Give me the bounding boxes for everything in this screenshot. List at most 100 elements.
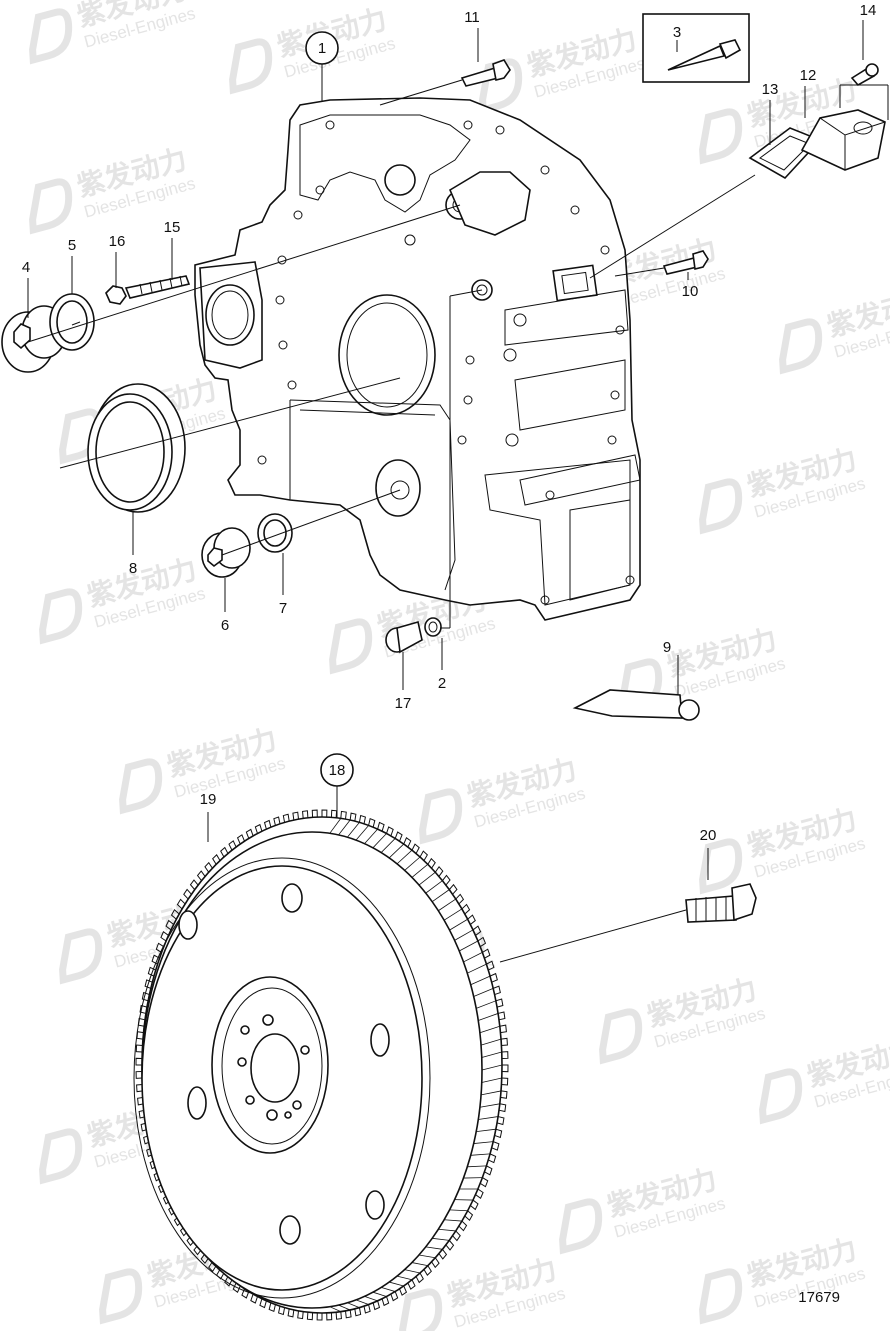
gear-tooth-edge bbox=[463, 952, 483, 963]
gear-tooth bbox=[193, 1244, 202, 1256]
gear-tooth bbox=[452, 1230, 461, 1242]
callout-18: 18 bbox=[329, 762, 346, 779]
gear-tooth-edge bbox=[459, 940, 479, 952]
gear-tooth bbox=[141, 991, 150, 1002]
part-3-box bbox=[642, 13, 750, 83]
part-2-washer bbox=[424, 617, 442, 637]
gear-tooth bbox=[165, 919, 174, 931]
gear-tooth bbox=[477, 936, 487, 948]
gear-tooth bbox=[241, 1288, 250, 1299]
gear-tooth bbox=[277, 1306, 286, 1316]
gear-tooth-edge bbox=[396, 849, 413, 865]
gear-tooth bbox=[423, 1265, 432, 1276]
gear-tooth bbox=[340, 810, 347, 820]
gear-tooth bbox=[484, 1165, 493, 1176]
gear-tooth bbox=[496, 1116, 505, 1126]
gear-tooth bbox=[183, 888, 192, 900]
part-20-bolt bbox=[685, 883, 757, 923]
callout-9: 9 bbox=[663, 639, 671, 656]
gear-tooth bbox=[302, 810, 309, 819]
gear-tooth bbox=[461, 903, 471, 915]
gear-tooth bbox=[282, 813, 290, 823]
part-14-screw bbox=[850, 63, 879, 87]
flywheel bbox=[133, 809, 509, 1321]
callouts: 1 2 3 4 5 6 7 8 9 10 11 12 13 14 15 16 1… bbox=[22, 2, 877, 844]
gear-tooth-edge bbox=[411, 1262, 428, 1267]
gear-tooth bbox=[434, 866, 444, 877]
callout-19: 19 bbox=[200, 791, 217, 808]
gear-tooth bbox=[399, 1285, 408, 1296]
callout-4: 4 bbox=[22, 259, 30, 276]
gear-tooth bbox=[458, 1220, 468, 1232]
flywheel-housing bbox=[194, 97, 641, 621]
gear-tooth-edge bbox=[438, 898, 456, 912]
part-10-bolt bbox=[662, 250, 709, 275]
gear-tooth bbox=[358, 814, 367, 824]
gear-tooth-edge bbox=[338, 819, 351, 836]
gear-tooth bbox=[151, 954, 160, 965]
gear-tooth-edge bbox=[444, 1219, 462, 1222]
gear-tooth bbox=[368, 818, 376, 828]
gear-tooth bbox=[431, 1257, 440, 1269]
gear-tooth bbox=[160, 930, 169, 942]
gear-tooth bbox=[489, 972, 498, 983]
gear-tooth bbox=[445, 1240, 455, 1251]
gear-tooth-edge bbox=[431, 889, 450, 903]
gear-tooth bbox=[500, 1037, 508, 1047]
gear-tooth-edge bbox=[479, 1103, 500, 1108]
gear-tooth bbox=[472, 925, 482, 936]
callout-circle-1 bbox=[305, 31, 339, 65]
gear-tooth-edge bbox=[364, 828, 378, 844]
gear-tooth-edge bbox=[467, 1165, 487, 1168]
gear-tooth-edge bbox=[480, 1038, 502, 1046]
gear-tooth bbox=[486, 960, 495, 971]
leader-lines bbox=[27, 20, 889, 963]
gear-tooth-edge bbox=[347, 822, 360, 838]
gear-tooth-edge bbox=[355, 825, 369, 841]
gear-tooth bbox=[501, 1051, 509, 1060]
gear-tooth-edge bbox=[404, 856, 421, 871]
callout-circle-18 bbox=[320, 753, 354, 787]
gear-tooth-edge bbox=[438, 1228, 456, 1232]
gear-tooth bbox=[136, 1083, 144, 1093]
gear-tooth bbox=[316, 1312, 323, 1321]
part-16-nut bbox=[105, 285, 127, 305]
gear-tooth bbox=[273, 816, 281, 826]
gear-tooth-edge bbox=[425, 1246, 443, 1250]
gear-tooth-edge bbox=[389, 1281, 404, 1287]
gear-tooth-edge bbox=[381, 1287, 396, 1292]
part-11-bolt bbox=[460, 59, 511, 87]
part-12-block bbox=[800, 109, 886, 171]
gear-tooth-edge bbox=[470, 975, 491, 986]
gear-tooth bbox=[135, 1057, 143, 1066]
part-7-washer bbox=[257, 513, 293, 553]
callout-13: 13 bbox=[762, 81, 779, 98]
callout-5: 5 bbox=[68, 237, 76, 254]
gear-tooth bbox=[498, 1103, 507, 1113]
gear-tooth bbox=[170, 908, 180, 920]
gear-tooth-edge bbox=[364, 1295, 378, 1302]
gear-tooth bbox=[200, 1253, 210, 1264]
gear-tooth bbox=[464, 1210, 474, 1222]
gear-tooth bbox=[311, 809, 318, 818]
gear-tooth-edge bbox=[347, 1302, 360, 1308]
gear-tooth bbox=[208, 1261, 217, 1273]
gear-tooth bbox=[475, 1188, 484, 1200]
gear-tooth bbox=[196, 870, 206, 882]
gear-tooth bbox=[287, 1308, 295, 1318]
gear-tooth-edge bbox=[473, 1141, 494, 1144]
gear-tooth bbox=[268, 1302, 276, 1312]
callout-7: 7 bbox=[279, 600, 287, 617]
gear-tooth bbox=[236, 834, 245, 845]
gear-tooth-edge bbox=[432, 1237, 450, 1241]
gear-tooth-edge bbox=[411, 864, 429, 878]
gear-tooth bbox=[137, 1096, 145, 1106]
gear-tooth-edge bbox=[388, 843, 404, 859]
gear-tooth bbox=[363, 1304, 371, 1314]
